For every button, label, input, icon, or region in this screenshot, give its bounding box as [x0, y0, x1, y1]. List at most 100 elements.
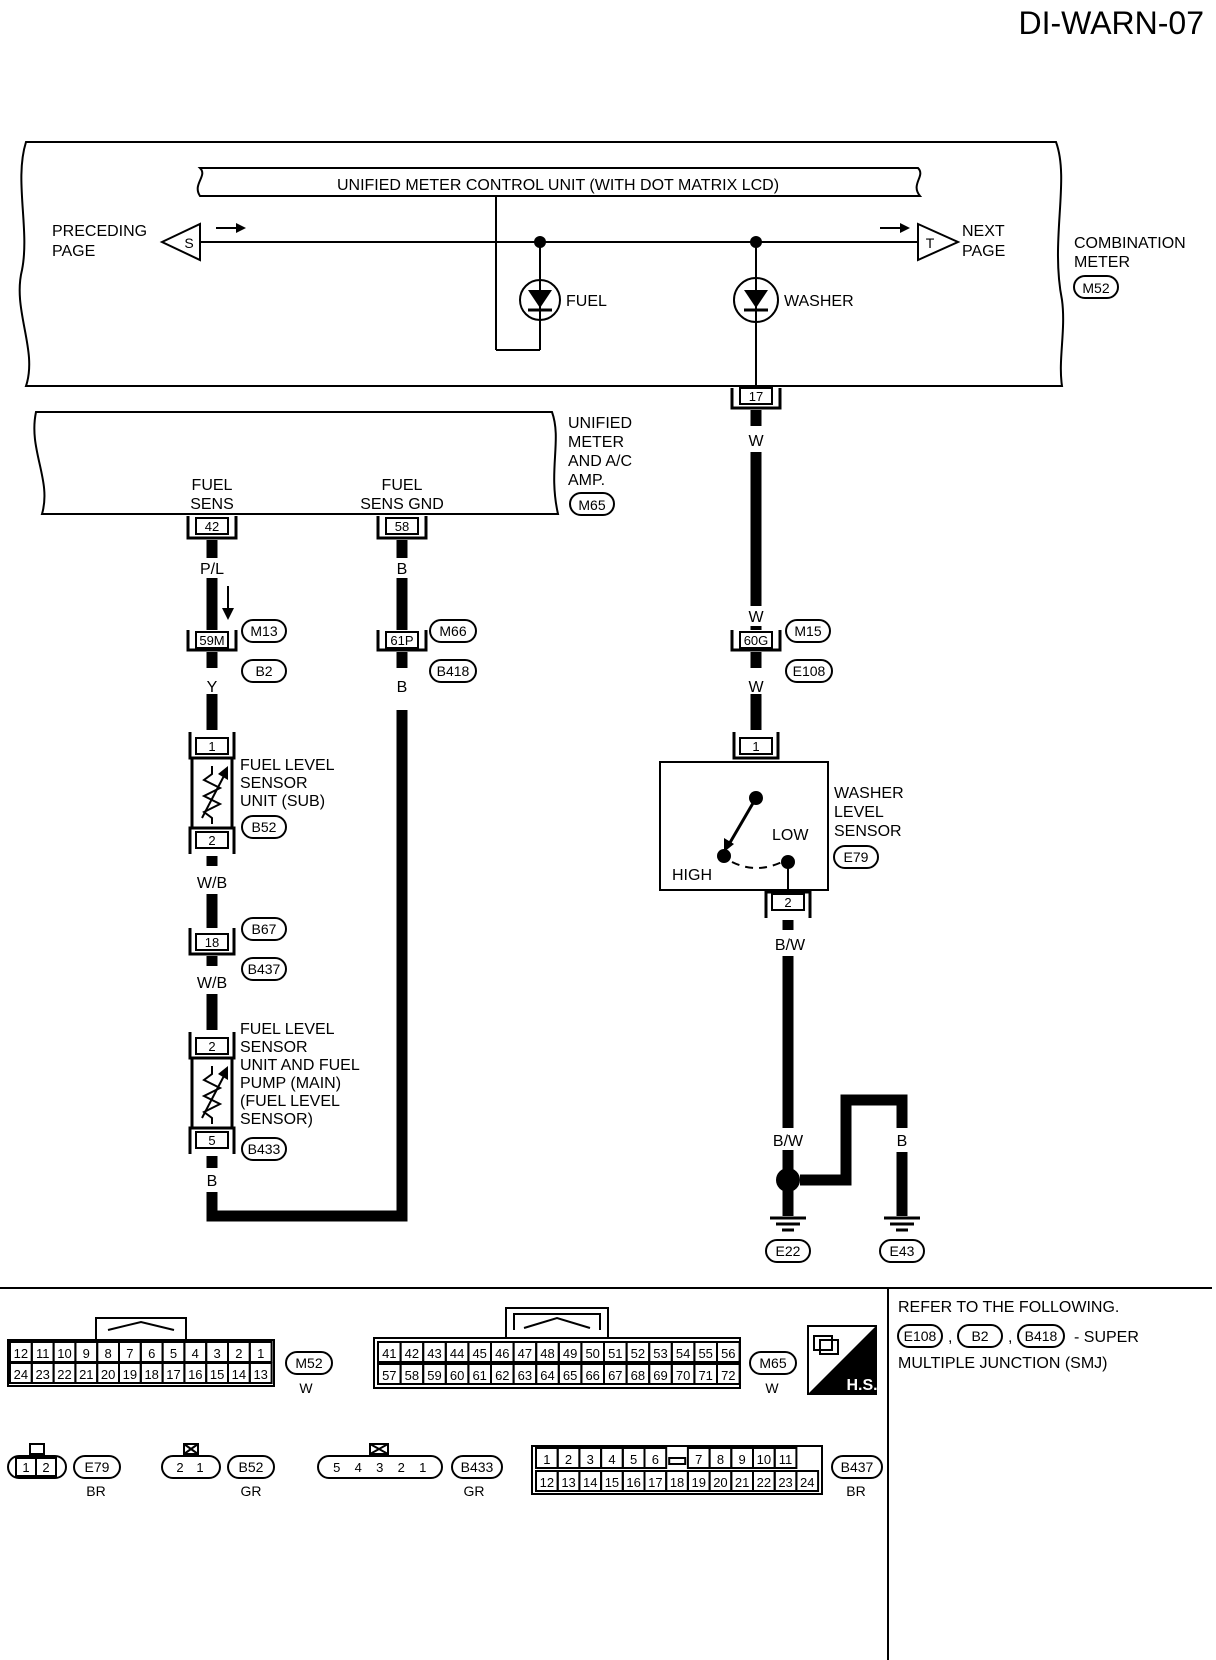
m65-pin-72: 72: [721, 1368, 735, 1383]
wire-color-wb-2: W/B: [197, 975, 227, 992]
ac-amp: UNIFIED METER AND A/C AMP. M65 FUEL SENS…: [33, 411, 632, 516]
b437-pin-9: 9: [739, 1452, 746, 1467]
wire-color-b-ground-1: B: [841, 1133, 852, 1150]
svg-text:B437: B437: [248, 961, 281, 977]
m65-pin-67: 67: [608, 1368, 622, 1383]
m65-pin-68: 68: [631, 1368, 645, 1383]
e79-pin-2: 2: [42, 1460, 49, 1475]
m52-pin-10: 10: [57, 1346, 71, 1361]
m52-pin-6: 6: [148, 1346, 155, 1361]
m65-pin-46: 46: [495, 1346, 509, 1361]
washer-sensor-label-3: SENSOR: [834, 823, 902, 840]
svg-text:M15: M15: [794, 623, 821, 639]
m52-pin-2: 2: [235, 1346, 242, 1361]
b437-pin-1: 1: [543, 1452, 550, 1467]
junction-60g: 60G M15 E108: [730, 619, 833, 683]
combination-meter-label-2: METER: [1074, 254, 1130, 271]
washer-lamp-label: WASHER: [784, 293, 854, 310]
wire-color-b-gnd-1: B: [397, 561, 408, 578]
b437-pin-11: 11: [779, 1452, 793, 1467]
b433-pin-1: 1: [419, 1460, 426, 1475]
svg-text:B52: B52: [252, 819, 277, 835]
svg-text:E108: E108: [793, 663, 826, 679]
svg-text:BR: BR: [86, 1483, 105, 1499]
m65-pin-48: 48: [540, 1346, 554, 1361]
sub-sensor-label-3: UNIT (SUB): [240, 793, 325, 810]
preceding-page-label-1: PRECEDING: [52, 223, 147, 240]
wire-color-w-1: W: [748, 433, 764, 450]
m52-pin-15: 15: [210, 1367, 224, 1382]
m52-pin-7: 7: [126, 1346, 133, 1361]
m52-pin-4: 4: [192, 1346, 199, 1361]
washer-sensor-label-1: WASHER: [834, 785, 904, 802]
wire-color-b-ground-2: B: [897, 1133, 908, 1150]
b437-pin-7: 7: [695, 1452, 702, 1467]
main-sensor-label-3: UNIT AND FUEL: [240, 1057, 360, 1074]
b52-pin-2: 2: [176, 1460, 183, 1475]
b437-pin-24: 24: [800, 1475, 814, 1490]
next-page-marker: [917, 222, 961, 262]
svg-text:W: W: [765, 1380, 779, 1396]
m65-pin-63: 63: [518, 1368, 532, 1383]
b437-pin-15: 15: [605, 1475, 619, 1490]
wire-color-wb-1: W/B: [197, 875, 227, 892]
fuel-lamp-label: FUEL: [566, 293, 607, 310]
washer-high-label: HIGH: [672, 867, 712, 884]
svg-text:E22: E22: [776, 1243, 801, 1259]
svg-text:59M: 59M: [199, 633, 224, 648]
m65-pin-53: 53: [653, 1346, 667, 1361]
svg-text:61P: 61P: [390, 633, 413, 648]
m65-pin-57: 57: [382, 1368, 396, 1383]
b437-pin-20: 20: [713, 1475, 727, 1490]
next-page-label-1: NEXT: [962, 223, 1005, 240]
b437-pin-14: 14: [583, 1475, 597, 1490]
wire-color-w-3: W: [748, 679, 764, 696]
m65-pin-50: 50: [585, 1346, 599, 1361]
m65-pin-49: 49: [563, 1346, 577, 1361]
refer-note: REFER TO THE FOLLOWING. E108 , B2 , B418…: [897, 1299, 1139, 1372]
m65-pin-71: 71: [698, 1368, 712, 1383]
page-id: DI-WARN-07: [1019, 5, 1204, 41]
svg-text:M65: M65: [759, 1355, 786, 1371]
b52-pin-1: 1: [196, 1460, 203, 1475]
m65-pin-60: 60: [450, 1368, 464, 1383]
svg-text:M52: M52: [1082, 280, 1109, 296]
wire-color-bw-2: B/W: [773, 1133, 804, 1150]
b437-pin-5: 5: [630, 1452, 637, 1467]
next-marker-label: T: [926, 235, 935, 251]
m52-pin-22: 22: [57, 1367, 71, 1382]
wire-color-b-gnd-2: B: [397, 679, 408, 696]
b437-pin-3: 3: [587, 1452, 594, 1467]
wire-color-bw-1: B/W: [775, 937, 806, 954]
svg-text:W: W: [299, 1380, 313, 1396]
connector-tag-m65: M65: [569, 492, 615, 516]
m65-pin-54: 54: [676, 1346, 690, 1361]
svg-text:B52: B52: [239, 1459, 264, 1475]
ac-amp-label-1: UNIFIED: [568, 415, 632, 432]
m65-pin-62: 62: [495, 1368, 509, 1383]
b437-pin-16: 16: [626, 1475, 640, 1490]
b437-pin-24-cell: [795, 1470, 820, 1492]
b433-pin-2: 2: [398, 1460, 405, 1475]
b437-pin-13: 13: [561, 1475, 575, 1490]
m65-pin-41: 41: [382, 1346, 396, 1361]
fuel-level-sensor-main: 2 5 FUEL LEVEL SENSOR UNIT AND FUEL PUMP…: [188, 1021, 360, 1161]
svg-text:E43: E43: [890, 1243, 915, 1259]
svg-text:42: 42: [205, 519, 219, 534]
m65-pin-58: 58: [405, 1368, 419, 1383]
wire-color-b-main: B: [207, 1173, 218, 1190]
current-arrow-icon: [222, 608, 234, 620]
hs-badge-label: H.S.: [846, 1377, 877, 1394]
m52-pin-19: 19: [123, 1367, 137, 1382]
svg-text:2: 2: [208, 1039, 215, 1054]
m65-pin-59: 59: [427, 1368, 441, 1383]
svg-text:60G: 60G: [744, 633, 769, 648]
svg-text:18: 18: [205, 935, 219, 950]
m52-pin-11: 11: [36, 1346, 50, 1361]
terminal-58: 58: [376, 516, 428, 540]
ac-amp-label-3: AND A/C: [568, 453, 632, 470]
m52-pin-9: 9: [83, 1346, 90, 1361]
b437-pin-4: 4: [608, 1452, 615, 1467]
svg-text:17: 17: [749, 389, 763, 404]
